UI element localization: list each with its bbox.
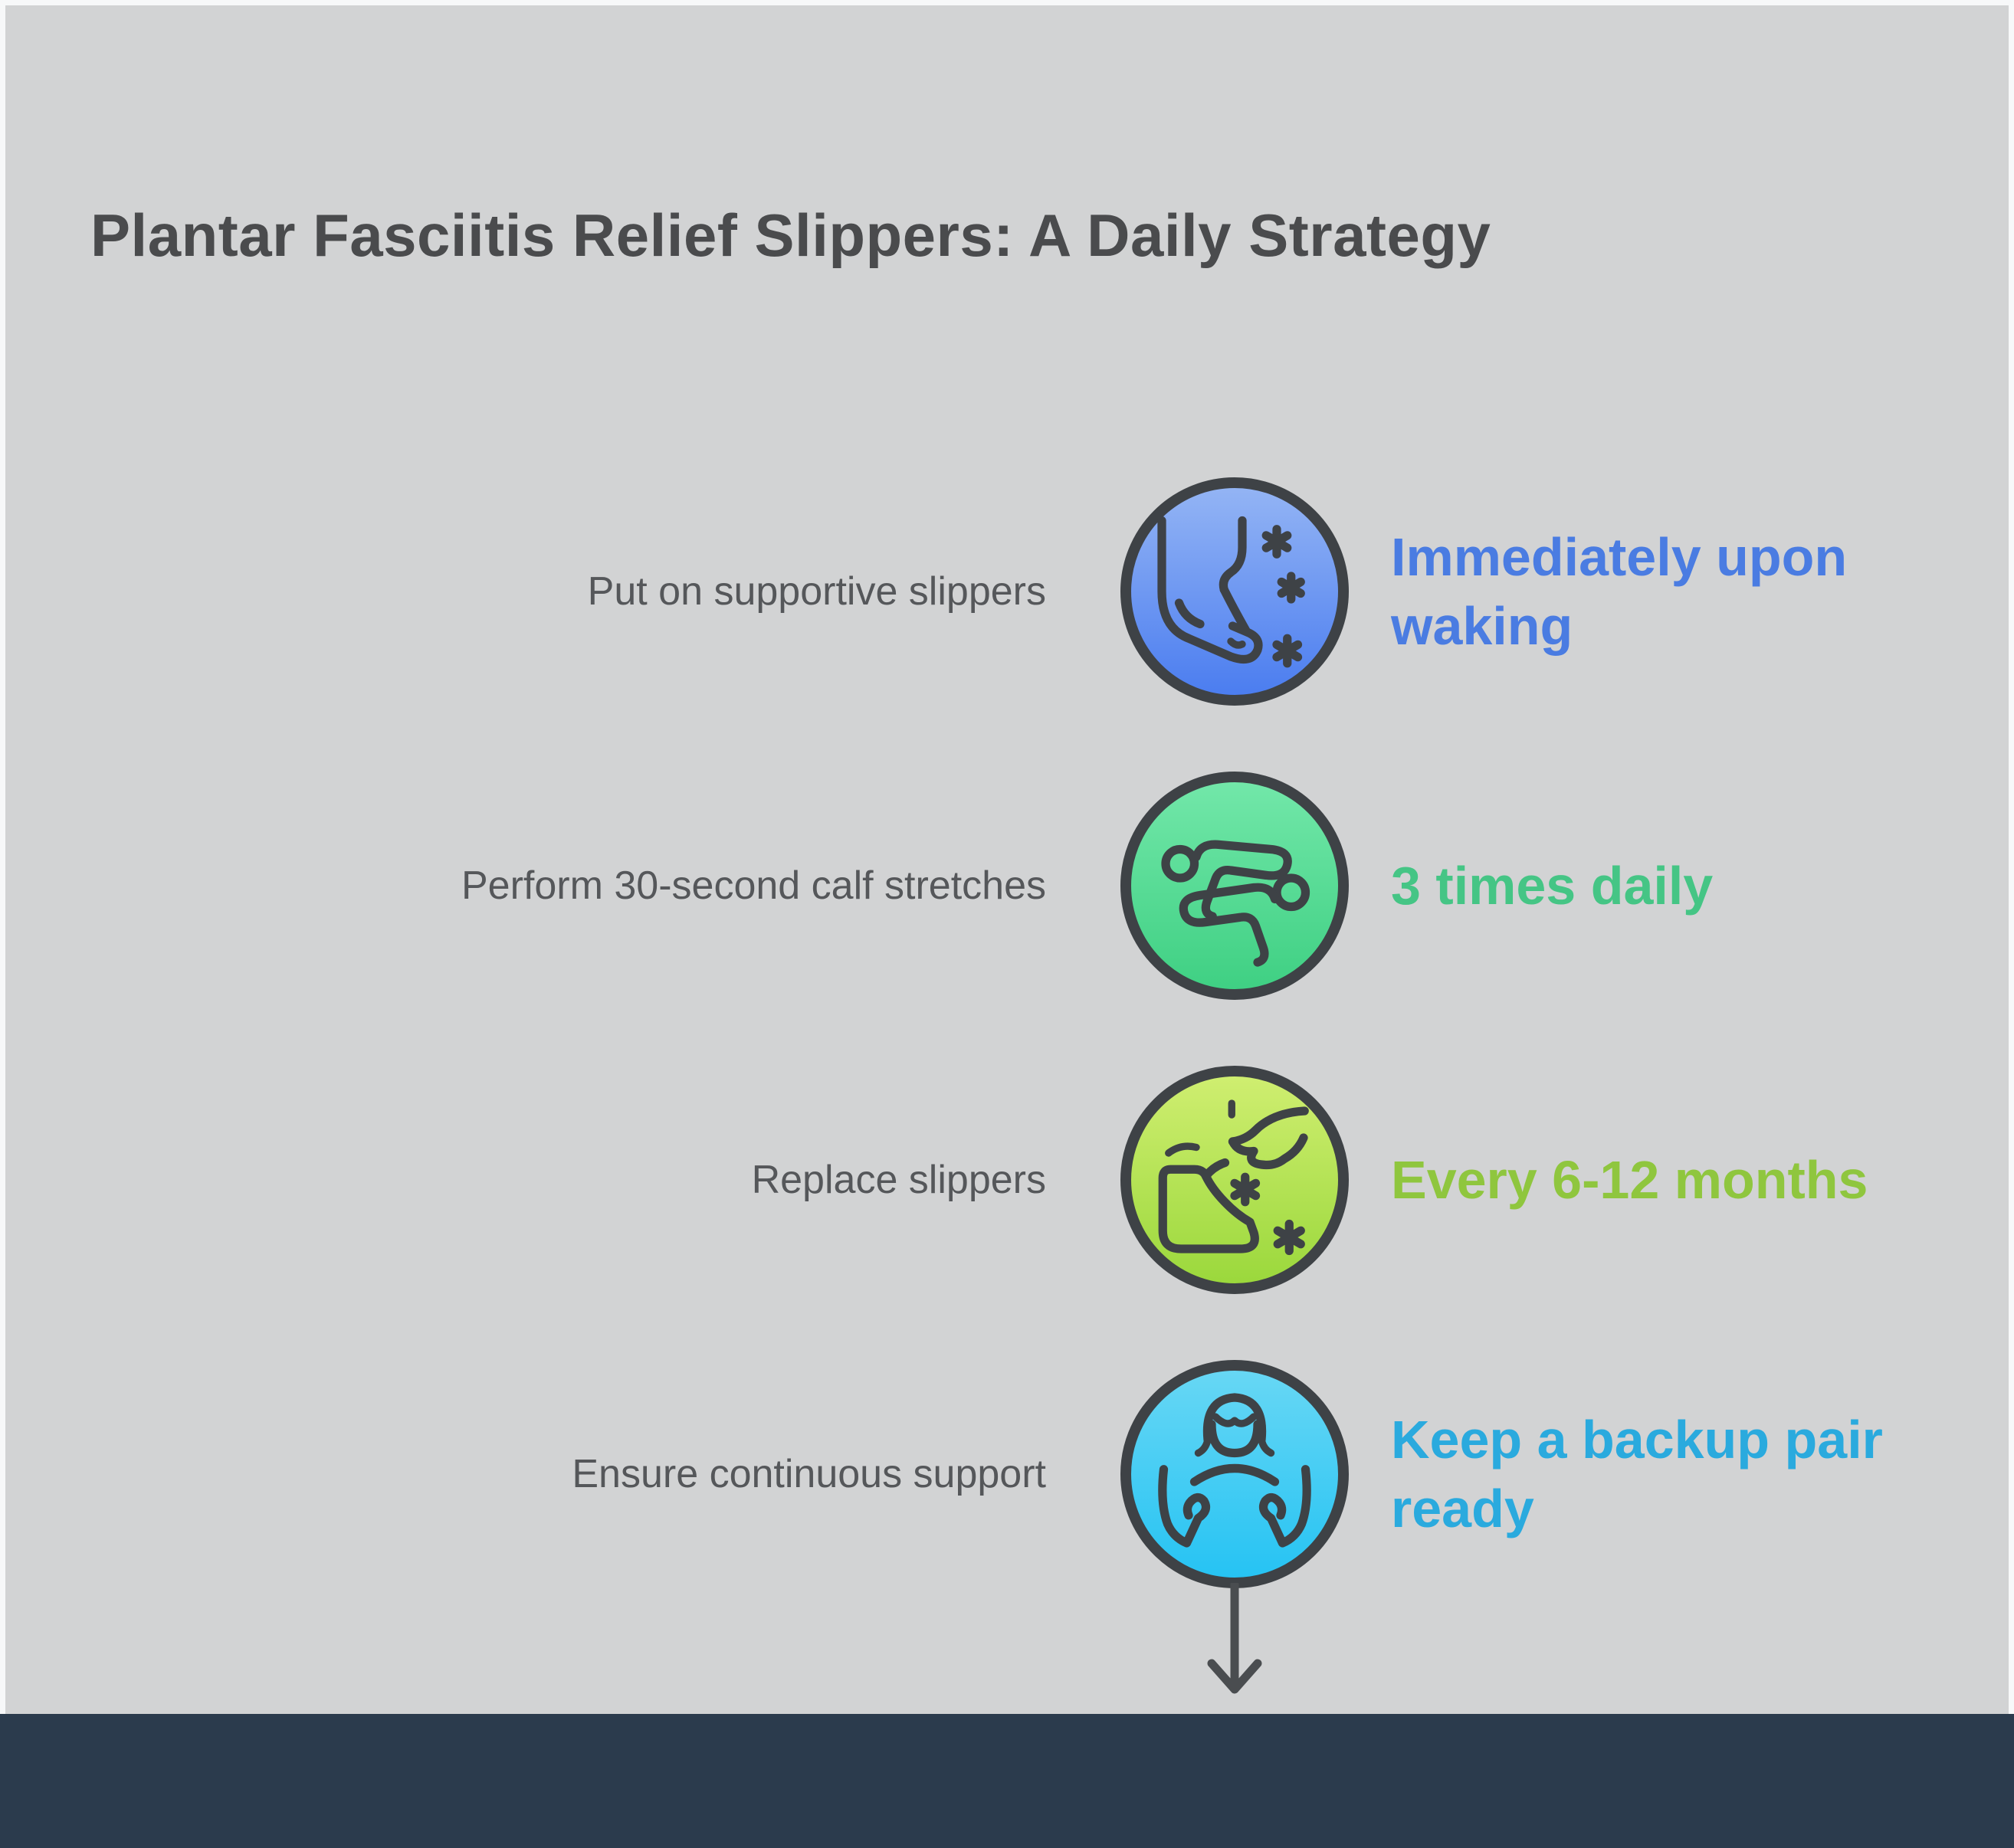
step-circle <box>1120 772 1349 1000</box>
step-value: Every 6-12 months <box>1391 1150 1868 1210</box>
footer-bar <box>0 1714 2014 1848</box>
canvas-background <box>5 5 2009 1714</box>
person-cupped-hands-icon <box>1158 1393 1311 1548</box>
calf-stretch-icon <box>1161 840 1310 967</box>
step-label: Ensure continuous support <box>572 1452 1046 1496</box>
step-value: Immediately upon waking <box>1391 527 1848 656</box>
step-circle <box>1120 1066 1349 1294</box>
page-title: Plantar Fasciitis Relief Slippers: A Dai… <box>90 202 1491 270</box>
step-value: Keep a backup pair ready <box>1391 1410 1883 1538</box>
step-label: Put on supportive slippers <box>587 569 1046 614</box>
step-value: 3 times daily <box>1391 856 1714 916</box>
star-glyphs <box>1230 1172 1305 1256</box>
step-circle <box>1120 1360 1349 1588</box>
step-label: Replace slippers <box>751 1158 1046 1202</box>
foot-with-stars-icon <box>1157 516 1305 668</box>
step-circle <box>1120 477 1349 706</box>
star-glyphs <box>1261 525 1305 668</box>
step-label: Perform 30-second calf stretches <box>461 863 1046 908</box>
flow-arrow-down-icon <box>1207 1583 1262 1694</box>
hand-replacing-slipper-icon <box>1158 1099 1309 1256</box>
